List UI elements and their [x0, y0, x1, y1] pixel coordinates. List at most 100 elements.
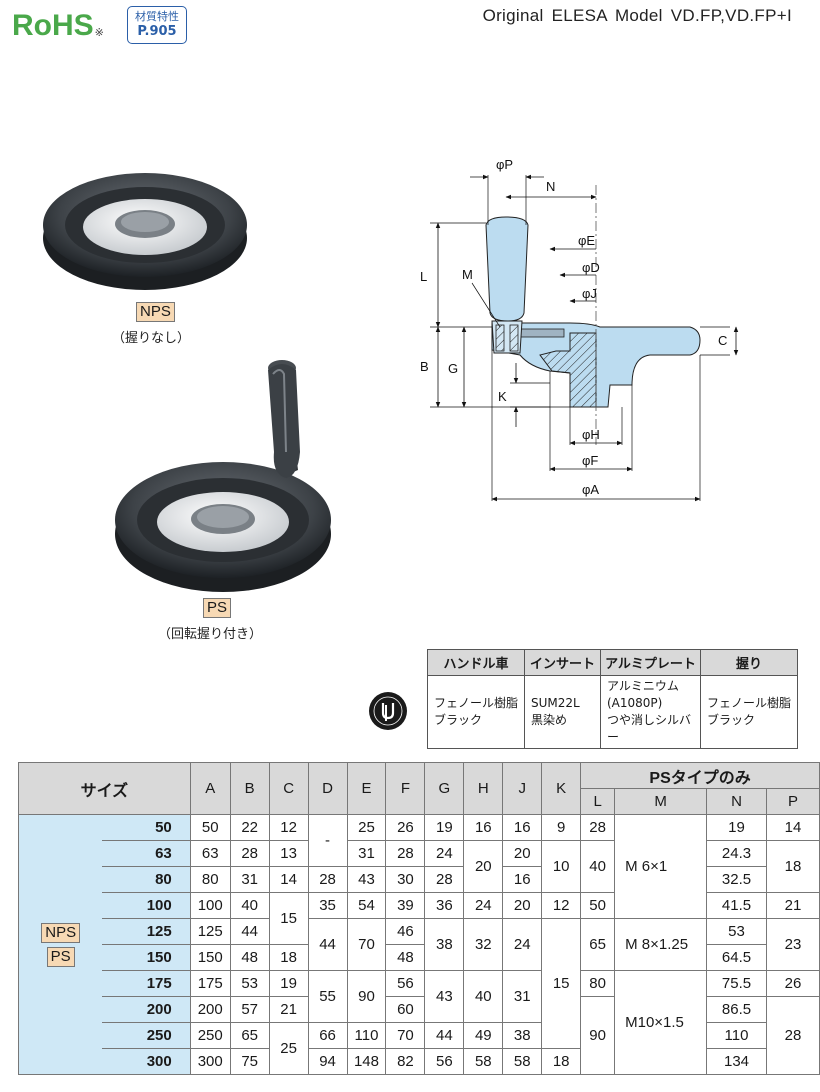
col-header-k: K	[541, 762, 582, 815]
dim-label-n: N	[546, 179, 555, 194]
size-value: 300	[102, 1048, 191, 1075]
nps-caption: （握りなし）	[112, 331, 191, 346]
dimension-drawing: φP N φE φD φJ L M C B G K φH φF φA	[420, 157, 739, 502]
material-cell: フェノール樹脂 ブラック	[700, 675, 798, 749]
cell-k: 9	[541, 814, 582, 841]
cell-f: 48	[385, 944, 426, 971]
dim-label-g: G	[448, 361, 458, 376]
cell-d: 55	[307, 970, 348, 1023]
size-header: サイズ	[18, 762, 191, 815]
dim-label-k: K	[498, 389, 507, 404]
cell-d: -	[307, 814, 348, 867]
cell-a: 300	[189, 1048, 231, 1075]
cell-c: 13	[268, 840, 309, 867]
material-table: ハンドル車 インサート アルミプレート 握り フェノール樹脂 ブラック SUM2…	[427, 649, 798, 749]
cell-b: 31	[229, 866, 270, 893]
material-cell: SUM22L 黒染め	[524, 675, 601, 749]
model-title: Original ELESA Model VD.FP,VD.FP+I	[482, 6, 792, 25]
material-header: アルミプレート	[600, 649, 701, 676]
cell-g: 56	[424, 1048, 465, 1075]
size-value: 63	[102, 840, 191, 867]
cell-h: 16	[463, 814, 504, 841]
cell-e: 70	[346, 918, 387, 971]
ps-handwheel-photo	[115, 360, 331, 592]
cell-j: 16	[502, 866, 543, 893]
col-header-n: N	[706, 788, 767, 815]
table-row: 125 125 44 44 70 46 38 32 24 15 65 M 8×1…	[19, 918, 820, 1049]
cell-a: 63	[189, 840, 231, 867]
cell-f: 82	[385, 1048, 426, 1075]
cell-j: 58	[502, 1048, 543, 1075]
material-header: ハンドル車	[427, 649, 525, 676]
cell-c: 15	[268, 892, 309, 945]
cell-j: 20	[502, 840, 543, 867]
certification-badge-icon	[369, 692, 407, 730]
cell-f: 28	[385, 840, 426, 867]
cell-l: 65	[580, 918, 616, 971]
rohs-logo: RoHS ※	[12, 6, 104, 46]
material-cell: アルミニウム (A1080P) つや消しシルバー	[600, 675, 701, 749]
cell-g: 19	[424, 814, 465, 841]
cell-h: 49	[463, 1022, 504, 1049]
table-row: 200 200 57 21 60 90 86.5 28	[19, 996, 820, 1075]
cell-k: 18	[541, 1048, 582, 1075]
table-row: 100 100 40 15 35 54 39 36 24 20 12 50 41…	[19, 892, 820, 945]
cell-p: 26	[765, 970, 820, 997]
cell-p: 28	[765, 996, 820, 1075]
cell-a: 125	[189, 918, 231, 945]
cell-g: 24	[424, 840, 465, 867]
cell-m: M 6×1	[614, 814, 708, 919]
cell-h: 40	[463, 970, 504, 1023]
col-header-d: D	[307, 762, 348, 815]
cell-j: 16	[502, 814, 543, 841]
dim-label-d: φD	[582, 260, 600, 275]
cell-d: 35	[307, 892, 348, 919]
cell-g: 36	[424, 892, 465, 919]
cell-g: 28	[424, 866, 465, 893]
cell-b: 65	[229, 1022, 270, 1049]
size-value: 150	[102, 944, 191, 971]
cell-g: 44	[424, 1022, 465, 1049]
size-value: 125	[102, 918, 191, 945]
cell-n: 24.3	[706, 840, 767, 867]
cell-c: 21	[268, 996, 309, 1023]
dim-label-j: φJ	[582, 286, 597, 301]
dim-label-b: B	[420, 359, 429, 374]
cell-l: 28	[580, 814, 616, 841]
dim-label-h: φH	[582, 427, 600, 442]
cell-e: 54	[346, 892, 387, 919]
cell-b: 40	[229, 892, 270, 919]
table-row: 150 150 48 18 48 64.5	[19, 944, 820, 971]
cell-e: 90	[346, 970, 387, 1023]
cell-n: 32.5	[706, 866, 767, 893]
col-header-j: J	[502, 762, 543, 815]
col-header-h: H	[463, 762, 504, 815]
table-row: 175 175 53 19 55 90 56 43 40 31 80 M10×1…	[19, 970, 820, 1075]
cell-j: 24	[502, 918, 543, 971]
size-value: 50	[102, 814, 191, 841]
cell-b: 53	[229, 970, 270, 997]
material-label: 材質特性	[135, 10, 179, 23]
cell-n: 64.5	[706, 944, 767, 971]
cell-c: 19	[268, 970, 309, 997]
cell-d: 66	[307, 1022, 348, 1049]
cell-b: 22	[229, 814, 270, 841]
cell-n: 41.5	[706, 892, 767, 919]
type-cell: NPS PS	[18, 814, 103, 1075]
cell-c: 12	[268, 814, 309, 841]
cell-g: 38	[424, 918, 465, 971]
cell-h: 24	[463, 892, 504, 919]
cell-a: 50	[189, 814, 231, 841]
material-properties-link[interactable]: 材質特性 P.905	[127, 6, 187, 44]
size-value: 200	[102, 996, 191, 1023]
col-header-e: E	[346, 762, 387, 815]
cell-p: 18	[765, 840, 820, 893]
cell-l: 90	[580, 996, 616, 1075]
cell-k: 10	[541, 840, 582, 893]
cell-f: 46	[385, 918, 426, 945]
cell-c: 25	[268, 1022, 309, 1075]
cell-p: 21	[765, 892, 820, 919]
cell-d: 44	[307, 918, 348, 971]
table-row: 80 80 31 14 28 43 30 28 16 32.5	[19, 866, 820, 893]
cell-a: 175	[189, 970, 231, 997]
